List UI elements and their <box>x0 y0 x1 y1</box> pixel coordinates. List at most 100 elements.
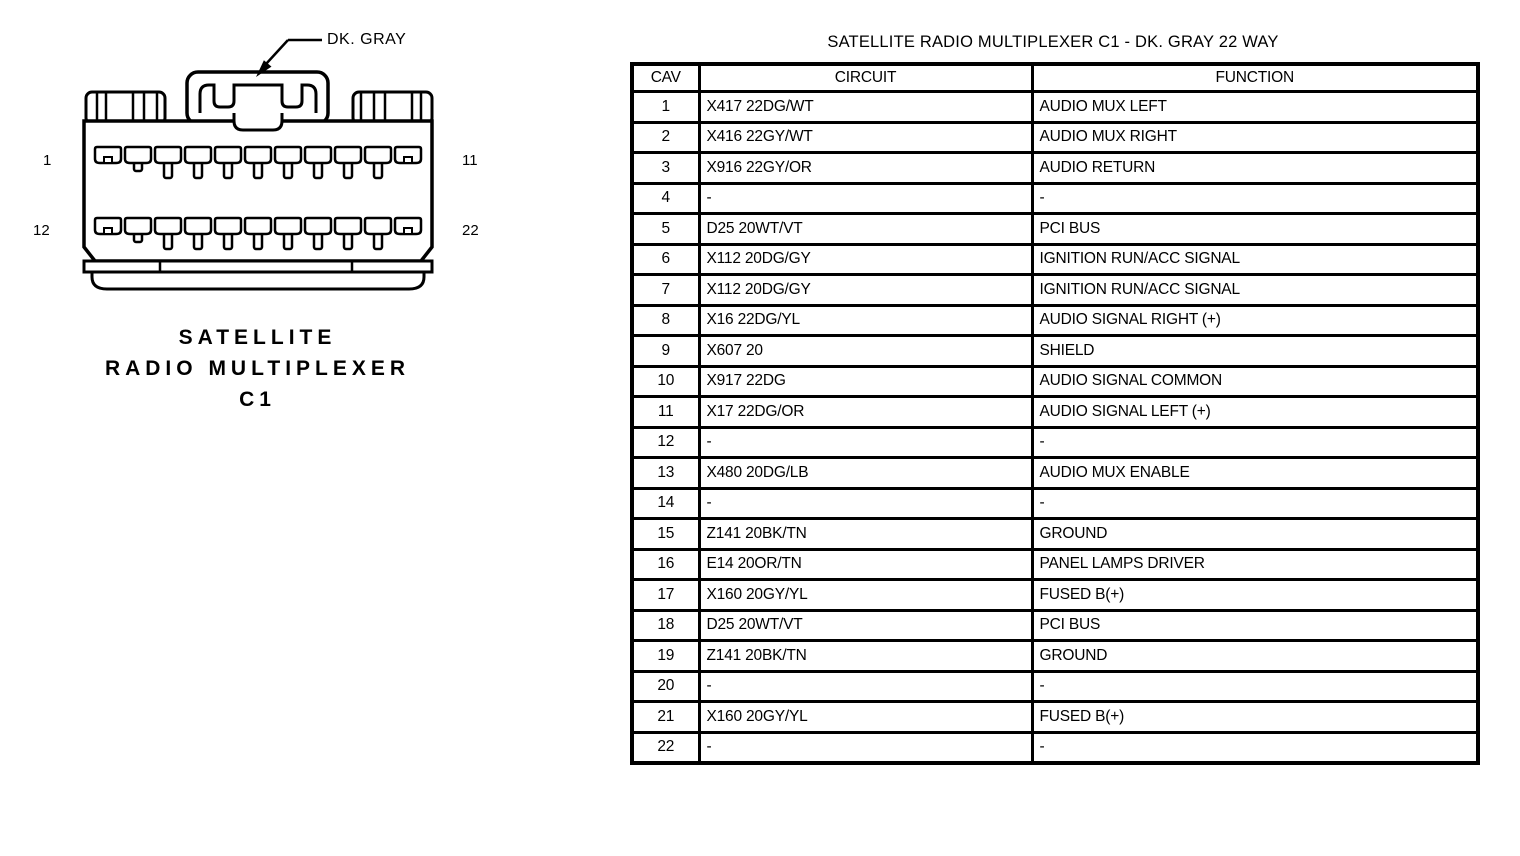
connector-pin <box>333 216 363 236</box>
column-header-function: FUNCTION <box>1030 62 1480 93</box>
function-cell: AUDIO MUX ENABLE <box>1030 456 1480 490</box>
function-cell: GROUND <box>1030 517 1480 551</box>
function-cell: GROUND <box>1030 639 1480 673</box>
connector-pin <box>273 145 303 165</box>
function-cell: PANEL LAMPS DRIVER <box>1030 547 1480 581</box>
table-row: 12-- <box>630 425 1480 459</box>
circuit-cell: X112 20DG/GY <box>697 242 1034 276</box>
connector-pin <box>363 145 393 165</box>
function-cell: AUDIO SIGNAL LEFT (+) <box>1030 395 1480 429</box>
cav-cell: 4 <box>630 181 701 215</box>
table-row: 20-- <box>630 669 1480 703</box>
cav-cell: 21 <box>630 700 701 734</box>
function-cell: PCI BUS <box>1030 212 1480 246</box>
function-cell: IGNITION RUN/ACC SIGNAL <box>1030 242 1480 276</box>
connector-pin <box>183 145 213 165</box>
connector-caption-line: SATELLITE <box>178 326 337 349</box>
circuit-cell: Z141 20BK/TN <box>697 517 1034 551</box>
cav-cell: 10 <box>630 364 701 398</box>
column-header-circuit: CIRCUIT <box>697 62 1034 93</box>
arrowhead-icon <box>256 60 272 77</box>
cav-cell: 18 <box>630 608 701 642</box>
connector-caption-line: C1 <box>239 388 276 411</box>
connector-pin <box>123 216 153 236</box>
connector-pin <box>183 216 213 236</box>
circuit-cell: - <box>697 486 1034 520</box>
table-row: 22-- <box>630 730 1480 765</box>
column-header-cav: CAV <box>630 62 701 93</box>
function-cell: AUDIO MUX LEFT <box>1030 90 1480 124</box>
connector-pin <box>393 145 423 165</box>
pin-label-12: 12 <box>33 222 50 239</box>
cav-cell: 11 <box>630 395 701 429</box>
function-cell: IGNITION RUN/ACC SIGNAL <box>1030 273 1480 307</box>
connector-pin <box>153 145 183 165</box>
pin-label-1: 1 <box>43 152 52 169</box>
cav-cell: 1 <box>630 90 701 124</box>
circuit-cell: - <box>697 730 1034 765</box>
table-title: SATELLITE RADIO MULTIPLEXER C1 - DK. GRA… <box>827 33 1279 51</box>
circuit-cell: X417 22DG/WT <box>697 90 1034 124</box>
circuit-cell: X17 22DG/OR <box>697 395 1034 429</box>
circuit-cell: - <box>697 669 1034 703</box>
function-cell: PCI BUS <box>1030 608 1480 642</box>
connector-color-label: DK. GRAY <box>327 31 407 48</box>
lower-rail <box>82 259 434 274</box>
function-cell: AUDIO MUX RIGHT <box>1030 120 1480 154</box>
connector-pin <box>363 216 393 236</box>
cav-cell: 2 <box>630 120 701 154</box>
latch-center-tab <box>232 113 284 132</box>
function-cell: AUDIO SIGNAL COMMON <box>1030 364 1480 398</box>
cav-cell: 12 <box>630 425 701 459</box>
connector-pin <box>153 216 183 236</box>
table-row: 14-- <box>630 486 1480 520</box>
pin-field <box>93 145 423 251</box>
circuit-cell: D25 20WT/VT <box>697 608 1034 642</box>
cav-cell: 7 <box>630 273 701 307</box>
circuit-cell: X160 20GY/YL <box>697 578 1034 612</box>
circuit-cell: X112 20DG/GY <box>697 273 1034 307</box>
connector-pin <box>243 145 273 165</box>
cav-cell: 19 <box>630 639 701 673</box>
circuit-cell: X607 20 <box>697 334 1034 368</box>
cav-cell: 14 <box>630 486 701 520</box>
function-cell: - <box>1030 486 1480 520</box>
table-row: 4-- <box>630 181 1480 215</box>
circuit-cell: Z141 20BK/TN <box>697 639 1034 673</box>
cav-cell: 13 <box>630 456 701 490</box>
connector-pin <box>393 216 423 236</box>
cav-cell: 3 <box>630 151 701 185</box>
function-cell: FUSED B(+) <box>1030 578 1480 612</box>
circuit-cell: X917 22DG <box>697 364 1034 398</box>
cav-cell: 20 <box>630 669 701 703</box>
connector-pin <box>303 216 333 236</box>
connector-base <box>90 270 426 291</box>
connector-pin <box>273 216 303 236</box>
cav-cell: 17 <box>630 578 701 612</box>
connector-pin <box>93 216 123 236</box>
function-cell: - <box>1030 669 1480 703</box>
rib-lines <box>95 93 423 122</box>
function-cell: AUDIO SIGNAL RIGHT (+) <box>1030 303 1480 337</box>
function-cell: SHIELD <box>1030 334 1480 368</box>
